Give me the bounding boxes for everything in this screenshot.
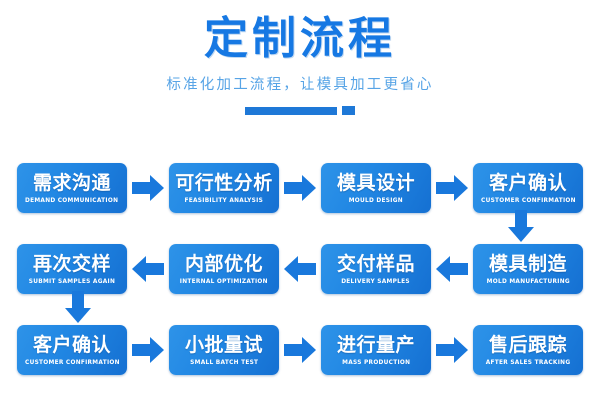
step-label-en: MASS PRODUCTION xyxy=(341,359,411,366)
step-label-en: AFTER SALES TRACKING xyxy=(485,359,571,366)
arrow-shaft xyxy=(284,344,304,356)
arrow-head xyxy=(284,256,298,282)
arrow-right-icon xyxy=(283,175,317,201)
step-box-demand-communication[interactable]: 需求沟通 DEMAND COMMUNICATION xyxy=(17,163,127,213)
arrow-shaft xyxy=(132,344,152,356)
step-box-mold-manufacturing[interactable]: 模具制造 MOLD MANUFACTURING xyxy=(473,244,583,294)
step-box-mould-design[interactable]: 模具设计 MOULD DESIGN xyxy=(321,163,431,213)
step-box-delivery-samples[interactable]: 交付样品 DELIVERY SAMPLES xyxy=(321,244,431,294)
page-header: 定制流程 标准化加工流程，让模具加工更省心 xyxy=(0,0,600,115)
arrow-head xyxy=(150,337,164,363)
arrow-left-icon xyxy=(131,256,165,282)
step-label-cn: 需求沟通 xyxy=(32,172,111,194)
step-box-internal-optimization[interactable]: 内部优化 INTERNAL OPTIMIZATION xyxy=(169,244,279,294)
arrow-head xyxy=(508,227,534,242)
step-label-cn: 再次交样 xyxy=(32,253,111,275)
arrow-left-icon xyxy=(283,256,317,282)
arrow-head xyxy=(436,256,450,282)
arrow-shaft xyxy=(72,291,84,309)
arrow-shaft xyxy=(284,182,304,194)
step-label-cn: 交付样品 xyxy=(336,253,415,275)
header-divider xyxy=(0,106,600,115)
arrow-right-icon xyxy=(131,175,165,201)
arrow-shaft xyxy=(436,344,456,356)
step-box-customer-confirmation-2[interactable]: 客户确认 CUSTOMER CONFIRMATION xyxy=(17,325,127,375)
step-label-en: DELIVERY SAMPLES xyxy=(341,278,411,285)
step-label-en: SUBMIT SAMPLES AGAIN xyxy=(28,278,116,285)
step-label-en: CUSTOMER CONFIRMATION xyxy=(480,197,576,204)
page-title: 定制流程 xyxy=(204,13,396,64)
step-label-cn: 小批量试 xyxy=(184,334,263,356)
page-subtitle: 标准化加工流程，让模具加工更省心 xyxy=(166,77,434,93)
divider-dot xyxy=(342,106,355,115)
arrow-head xyxy=(65,308,91,323)
step-box-small-batch-test[interactable]: 小批量试 SMALL BATCH TEST xyxy=(169,325,279,375)
arrow-right-icon xyxy=(435,175,469,201)
divider-bar xyxy=(245,106,337,115)
step-label-cn: 模具制造 xyxy=(488,253,567,275)
step-label-cn: 模具设计 xyxy=(336,172,415,194)
step-label-en: DEMAND COMMUNICATION xyxy=(25,197,119,204)
flow-row-2: 再次交样 SUBMIT SAMPLES AGAIN 内部优化 INTERNAL … xyxy=(0,241,600,297)
step-box-submit-samples-again[interactable]: 再次交样 SUBMIT SAMPLES AGAIN xyxy=(17,244,127,294)
arrow-head xyxy=(132,256,146,282)
step-label-cn: 客户确认 xyxy=(488,172,567,194)
step-label-en: SMALL BATCH TEST xyxy=(189,359,259,366)
step-box-customer-confirmation-1[interactable]: 客户确认 CUSTOMER CONFIRMATION xyxy=(473,163,583,213)
step-label-cn: 内部优化 xyxy=(184,253,263,275)
flow-row-1: 需求沟通 DEMAND COMMUNICATION 可行性分析 FEASIBIL… xyxy=(0,160,600,216)
step-label-en: INTERNAL OPTIMIZATION xyxy=(180,278,268,285)
step-box-mass-production[interactable]: 进行量产 MASS PRODUCTION xyxy=(321,325,431,375)
arrow-down-icon-row1-to-row2 xyxy=(508,210,534,242)
step-label-cn: 可行性分析 xyxy=(175,172,273,194)
step-label-cn: 售后跟踪 xyxy=(488,334,567,356)
arrow-shaft xyxy=(448,263,468,275)
step-box-after-sales-tracking[interactable]: 售后跟踪 AFTER SALES TRACKING xyxy=(473,325,583,375)
step-label-en: FEASIBILITY ANALYSIS xyxy=(184,197,264,204)
arrow-shaft xyxy=(132,182,152,194)
arrow-head xyxy=(454,175,468,201)
arrow-right-icon xyxy=(283,337,317,363)
arrow-right-icon xyxy=(435,337,469,363)
arrow-down-icon-row2-to-row3 xyxy=(65,291,91,323)
arrow-right-icon xyxy=(131,337,165,363)
step-box-feasibility-analysis[interactable]: 可行性分析 FEASIBILITY ANALYSIS xyxy=(169,163,279,213)
arrow-head xyxy=(302,337,316,363)
arrow-shaft xyxy=(144,263,164,275)
step-label-en: MOLD MANUFACTURING xyxy=(486,278,570,285)
step-label-cn: 客户确认 xyxy=(32,334,111,356)
step-label-en: CUSTOMER CONFIRMATION xyxy=(24,359,120,366)
arrow-shaft xyxy=(296,263,316,275)
arrow-head xyxy=(150,175,164,201)
arrow-shaft xyxy=(436,182,456,194)
process-flow-diagram: 需求沟通 DEMAND COMMUNICATION 可行性分析 FEASIBIL… xyxy=(0,152,600,401)
flow-row-3: 客户确认 CUSTOMER CONFIRMATION 小批量试 SMALL BA… xyxy=(0,322,600,378)
step-label-en: MOULD DESIGN xyxy=(348,197,404,204)
arrow-shaft xyxy=(515,210,527,228)
arrow-head xyxy=(302,175,316,201)
arrow-head xyxy=(454,337,468,363)
arrow-left-icon xyxy=(435,256,469,282)
step-label-cn: 进行量产 xyxy=(336,334,415,356)
